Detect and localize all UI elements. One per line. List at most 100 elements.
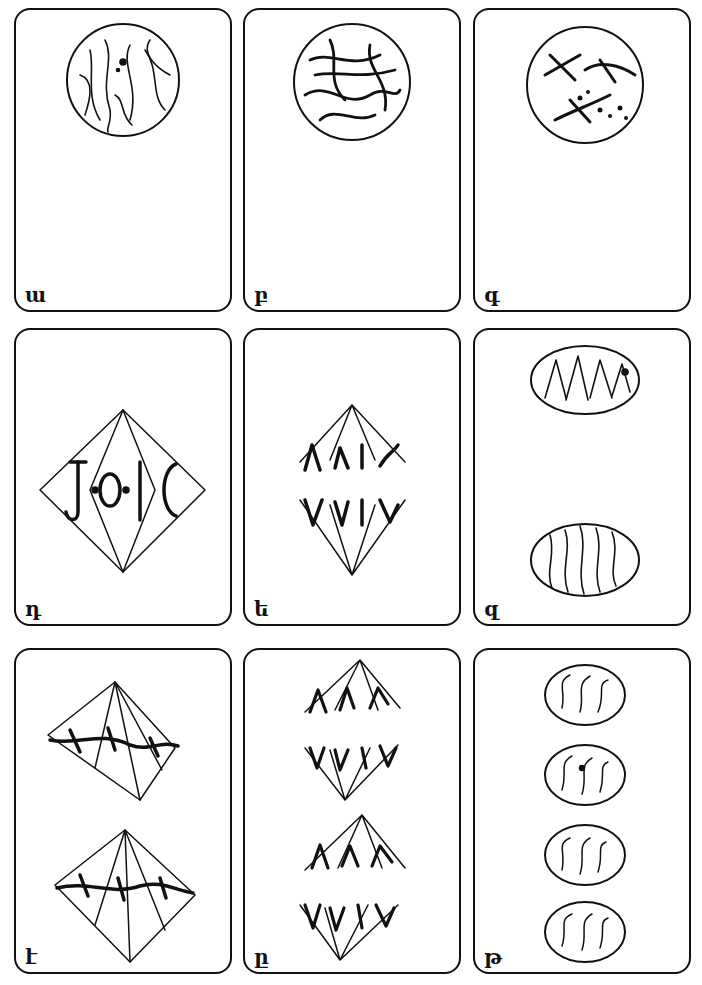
anaphase-spindle-part-part: [305, 500, 322, 525]
four-nuclei-part: [545, 902, 625, 962]
second-anaphase-cones-part-part: [376, 905, 394, 926]
daughter-nuclei-part: [566, 356, 588, 400]
nucleus-bivalents-part: [545, 55, 580, 75]
daughter-nuclei-part: [580, 526, 584, 594]
nucleus-paired-threads-part: [369, 45, 385, 110]
second-division-spindles-part: [50, 728, 193, 900]
second-anaphase-cones-part-part: [312, 845, 328, 868]
nucleus-bivalents-part: [578, 90, 629, 120]
stage-panel: գ: [473, 8, 691, 312]
nucleus-paired-threads-part: [320, 114, 375, 120]
stage-panel: դ: [14, 328, 232, 626]
nucleus-thin-threads-part: [115, 95, 132, 125]
metaphase-spindle-part: [92, 487, 98, 493]
daughter-nuclei-part: [612, 532, 616, 586]
nucleus-thin-threads-part: [117, 69, 120, 72]
panel-letter: բ: [254, 285, 268, 305]
nucleus-thin-threads-part: [90, 50, 100, 120]
four-nuclei-part: [562, 838, 606, 874]
nucleus-thin-threads-part: [145, 50, 165, 110]
stage-panel: է: [14, 648, 232, 974]
metaphase-spindle-part-part: [66, 462, 78, 520]
second-anaphase-cones-part: [305, 660, 400, 712]
second-division-spindles-part: [55, 830, 195, 962]
second-division-spindles-part-part: [70, 728, 158, 756]
nucleus-thin-threads-part: [105, 40, 110, 132]
daughter-nuclei-part: [545, 360, 566, 398]
anaphase-spindle-part-part: [360, 445, 364, 468]
stage-panel: ե: [243, 328, 461, 626]
second-anaphase-cones-part-part: [370, 688, 388, 708]
second-anaphase-cones: [300, 660, 405, 960]
nucleus-bivalents-part-part: [586, 90, 590, 94]
daughter-nuclei-part: [590, 360, 612, 398]
nucleus-paired-threads: [294, 24, 410, 140]
second-division-spindles-part: [95, 830, 165, 962]
second-anaphase-cones-part-part: [372, 846, 392, 866]
second-anaphase-cones-part-part: [330, 908, 344, 930]
nucleus-thin-threads-part: [67, 24, 179, 136]
metaphase-spindle-part: [66, 462, 176, 520]
nucleus-bivalents-part: [527, 27, 643, 143]
four-nuclei-part: [545, 745, 625, 805]
four-nuclei-part: [545, 825, 625, 885]
nucleus-bivalents-part-part: [598, 108, 603, 113]
nucleus-thin-threads-part: [120, 59, 126, 65]
anaphase-spindle-part-part: [360, 500, 364, 525]
stage-panel: թ: [473, 648, 691, 974]
daughter-nuclei-part: [622, 369, 628, 375]
stage-panel: ա: [14, 8, 232, 312]
stage-panel: ը: [243, 648, 461, 974]
metaphase-spindle-part: [90, 410, 123, 572]
second-anaphase-cones-part-part: [310, 690, 326, 712]
second-anaphase-cones-part: [305, 688, 396, 930]
anaphase-spindle-part: [305, 445, 398, 525]
nucleus-thin-threads-part: [147, 40, 170, 75]
nucleus-bivalents-part: [570, 100, 590, 122]
panel-letter: ը: [254, 947, 269, 967]
second-anaphase-cones-part-part: [342, 846, 358, 866]
daughter-nuclei-part: [550, 535, 552, 588]
anaphase-spindle-part-part: [305, 445, 320, 470]
nucleus-thin-threads-part: [127, 45, 133, 120]
panel-letter: թ: [484, 947, 502, 967]
nucleus-thin-threads-part: [80, 75, 90, 115]
anaphase-spindle-part: [300, 500, 405, 575]
nucleus-bivalents-part: [555, 95, 610, 120]
metaphase-spindle-part-part: [138, 462, 142, 520]
nucleus-bivalents: [527, 27, 643, 143]
anaphase-spindle: [300, 405, 405, 575]
four-nuclei-part: [562, 756, 608, 794]
daughter-nuclei-part: [565, 530, 568, 592]
second-anaphase-cones-part-part: [358, 905, 362, 928]
anaphase-spindle-part-part: [380, 500, 398, 522]
panel-letter: գ: [484, 285, 500, 305]
nucleus-bivalents-part-part: [608, 114, 612, 118]
daughter-nuclei-part: [612, 364, 630, 396]
four-nuclei-part: [545, 665, 625, 725]
panel-letter: դ: [25, 599, 41, 619]
second-division-spindles-part-part: [80, 875, 166, 900]
second-anaphase-cones-part-part: [340, 688, 354, 710]
four-nuclei-part: [562, 914, 608, 950]
anaphase-spindle-part-part: [335, 502, 348, 525]
second-anaphase-cones-part-part: [380, 746, 396, 766]
nucleus-paired-threads-part: [330, 40, 345, 100]
metaphase-spindle-part-part: [164, 464, 176, 516]
anaphase-spindle-part-part: [335, 448, 348, 468]
metaphase-spindle-part-part: [100, 474, 120, 506]
second-division-spindles-part-part: [57, 884, 193, 893]
nucleus-bivalents-part-part: [624, 116, 628, 120]
nucleus-bivalents-part-part: [578, 96, 583, 101]
daughter-nuclei-part: [531, 346, 639, 414]
daughter-nuclei: [531, 346, 639, 596]
nucleus-bivalents-part: [600, 60, 615, 82]
four-nuclei: [545, 665, 625, 962]
daughter-nuclei-part: [531, 524, 639, 596]
metaphase-spindle-part: [123, 487, 129, 493]
second-division-spindles: [48, 682, 195, 962]
second-anaphase-cones-part: [300, 905, 398, 960]
